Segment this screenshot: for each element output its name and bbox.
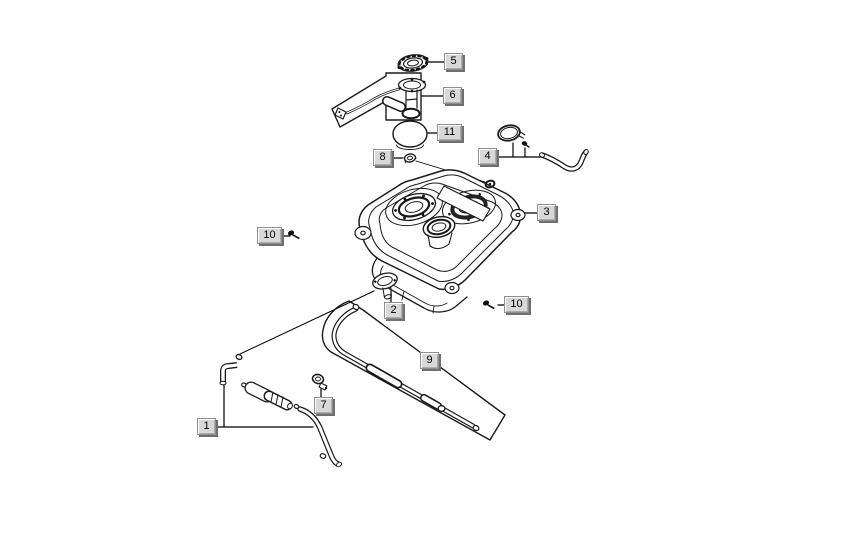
small-clamp-part xyxy=(311,373,328,391)
hose-connector-ring xyxy=(437,405,446,412)
tank-seal-part xyxy=(392,120,428,150)
screw-right xyxy=(482,300,495,309)
hose-end-ring xyxy=(319,453,327,459)
sender-rods xyxy=(405,89,418,110)
sender-ring-bolts xyxy=(394,194,434,220)
callout-5-label: 5 xyxy=(450,55,457,67)
tank-top-panel xyxy=(378,182,503,272)
sender-mount-well xyxy=(385,187,443,227)
hose-9-end-ring xyxy=(472,424,480,432)
hose-connector-fill xyxy=(421,395,441,409)
callout-4-label: 4 xyxy=(484,150,491,162)
fuel-hose-assembly xyxy=(321,300,506,441)
sender-oring xyxy=(401,107,421,120)
tank-mount-tab-left xyxy=(354,225,372,241)
callout-5[interactable]: 5 xyxy=(444,53,463,70)
callout-6-label: 6 xyxy=(449,89,456,101)
callout-8[interactable]: 8 xyxy=(373,149,392,166)
fuel-tank-part xyxy=(354,169,526,314)
callout-10-left-label: 10 xyxy=(263,229,276,241)
fuel-valve-assembly xyxy=(219,353,343,468)
sender-connector xyxy=(334,107,347,120)
hose-9-fill xyxy=(332,307,475,428)
callout-7-label: 7 xyxy=(320,399,327,411)
connector-pin-2 xyxy=(340,114,342,117)
callout-2-label: 2 xyxy=(390,304,397,316)
callout-3-label: 3 xyxy=(543,206,550,218)
connector-pin-1 xyxy=(338,111,341,113)
valve-ring-top xyxy=(235,353,243,361)
callout-11[interactable]: 11 xyxy=(437,124,462,141)
fuel-cap-part xyxy=(397,54,429,72)
petcock-flange xyxy=(372,272,398,300)
tank-center-ring xyxy=(422,215,456,239)
filter-end-ring xyxy=(287,402,293,410)
breather-hose-end-1 xyxy=(539,152,545,158)
tank-inner-flange-line xyxy=(368,174,514,282)
elbow-tube-fill xyxy=(221,363,238,383)
callout-4[interactable]: 4 xyxy=(478,148,497,165)
filter-ridges xyxy=(270,391,284,408)
tank-neck-body xyxy=(427,232,453,250)
sender-float-fill xyxy=(383,97,405,111)
sender-flange-inner xyxy=(403,80,421,90)
callout-10-right-label: 10 xyxy=(510,298,523,310)
breather-hose-end-2 xyxy=(583,149,589,155)
leader-4-bracket xyxy=(496,142,544,158)
tank-underside xyxy=(371,257,468,314)
callout-10-right[interactable]: 10 xyxy=(504,296,529,313)
callout-10-left[interactable]: 10 xyxy=(257,227,282,244)
breather-hose-fill xyxy=(540,150,588,171)
hose-9-top-ring xyxy=(352,303,360,311)
callout-6[interactable]: 6 xyxy=(443,87,462,104)
screw-left xyxy=(287,230,300,239)
callout-3[interactable]: 3 xyxy=(537,204,556,221)
tank-strap xyxy=(436,185,491,222)
hose-open-end xyxy=(335,461,343,468)
pointer-petcock-to-valve xyxy=(239,290,375,355)
hose-tray-band xyxy=(321,300,506,441)
hose-sleeve-fill xyxy=(367,365,401,387)
callout-2[interactable]: 2 xyxy=(384,302,403,319)
elbow-end xyxy=(219,380,227,386)
callout-11-label: 11 xyxy=(443,126,456,138)
clamp-hose-group xyxy=(497,124,589,172)
nut-part xyxy=(403,153,417,164)
tank-mount-tab-right xyxy=(510,208,526,222)
tank-grommet xyxy=(484,179,496,189)
tank-mount-tab-bottom xyxy=(444,281,460,295)
sender-flange-bolts xyxy=(398,78,426,93)
hose-clamp xyxy=(497,124,526,142)
valve-hose-fill xyxy=(298,407,340,466)
callout-1[interactable]: 1 xyxy=(197,418,216,435)
callout-1-label: 1 xyxy=(203,420,210,432)
callout-8-label: 8 xyxy=(379,151,386,163)
clamp-screw xyxy=(521,141,530,148)
callout-9[interactable]: 9 xyxy=(420,352,439,369)
sender-wire-inner xyxy=(346,88,400,114)
callout-9-label: 9 xyxy=(426,354,433,366)
fuel-sender-part xyxy=(331,72,427,128)
callout-7[interactable]: 7 xyxy=(314,397,333,414)
